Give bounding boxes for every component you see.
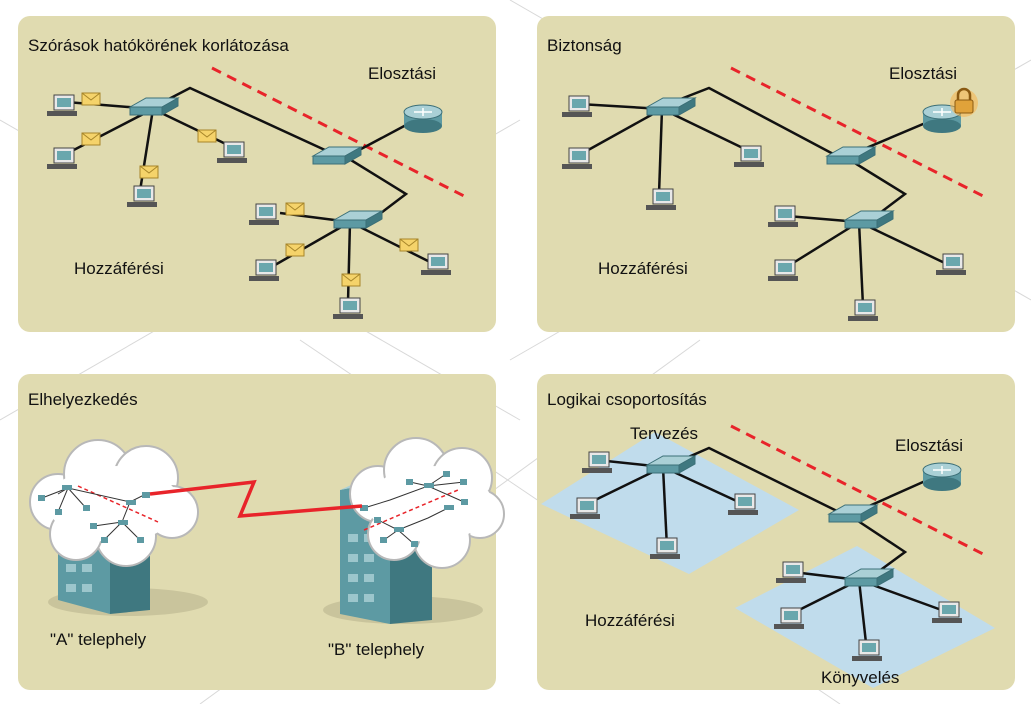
envelope-icon (399, 238, 419, 252)
pc-icon (776, 561, 806, 583)
location-panel: Elhelyezkedés "A" telephely "B" telephel… (18, 374, 505, 690)
pc-icon (768, 205, 798, 227)
distribution-divider (730, 424, 984, 556)
pc-icon (333, 297, 363, 319)
pc-icon (562, 147, 592, 169)
switch-icon (825, 146, 877, 165)
pc-icon (734, 145, 764, 167)
switch-icon (128, 97, 180, 116)
network-links (65, 86, 439, 303)
cloud-icon (29, 439, 199, 567)
pc-icon (562, 95, 592, 117)
panel-title: Szórások hatókörének korlátozása (28, 36, 289, 55)
wan-link (149, 479, 363, 518)
envelope-icon (197, 129, 217, 143)
distribution-divider (211, 66, 465, 198)
pc-icon (768, 259, 798, 281)
pc-icon (47, 147, 77, 169)
access-label: Hozzáférési (585, 611, 675, 630)
switch-icon (645, 97, 697, 116)
site-a-label: "A" telephely (50, 630, 147, 649)
cloud-icon (349, 437, 505, 569)
panel-title: Biztonság (547, 36, 622, 55)
pc-icon (421, 253, 451, 275)
pc-icon (217, 141, 247, 163)
envelope-icon (285, 243, 305, 257)
access-label: Hozzáférési (74, 259, 164, 278)
envelope-icon (285, 202, 305, 216)
access-label: Hozzáférési (598, 259, 688, 278)
pc-icon (249, 203, 279, 225)
distribution-label: Elosztási (889, 64, 958, 83)
group-label-top: Tervezés (630, 424, 699, 443)
router-icon (922, 462, 962, 491)
envelope-icon (341, 273, 361, 287)
pc-icon (582, 451, 612, 473)
envelope-icon (81, 132, 101, 146)
pc-icon (650, 537, 680, 559)
pc-icon (249, 259, 279, 281)
security-panel: Biztonság Elosztási Hozzáférési (537, 16, 1015, 332)
pc-icon (47, 94, 77, 116)
switch-icon (843, 210, 895, 229)
pc-icon (646, 188, 676, 210)
site-b-label: "B" telephely (328, 640, 425, 659)
pc-icon (936, 253, 966, 275)
distribution-divider (730, 66, 984, 198)
pc-icon (570, 497, 600, 519)
switch-icon (332, 210, 384, 229)
envelope-icon (139, 165, 159, 179)
network-links (578, 86, 952, 307)
envelope-icon (81, 92, 101, 106)
switch-icon (843, 568, 895, 587)
pc-icon (852, 639, 882, 661)
group-label-bottom: Könyvelés (821, 668, 900, 687)
pc-icon (932, 601, 962, 623)
panel-title: Elhelyezkedés (28, 390, 138, 409)
broadcast-panel: Szórások hatókörének korlátozása Elosztá… (18, 16, 496, 332)
pc-icon (774, 607, 804, 629)
switch-icon (311, 146, 363, 165)
pc-icon (848, 299, 878, 321)
distribution-label: Elosztási (368, 64, 437, 83)
router-icon (403, 104, 443, 133)
pc-icon (127, 185, 157, 207)
switch-icon (827, 504, 879, 523)
distribution-label: Elosztási (895, 436, 964, 455)
padlock-icon (950, 87, 978, 117)
panel-title: Logikai csoportosítás (547, 390, 707, 409)
switch-icon (645, 455, 697, 474)
logical-grouping-panel: Logikai csoportosítás Tervezés (537, 374, 1015, 690)
pc-icon (728, 493, 758, 515)
